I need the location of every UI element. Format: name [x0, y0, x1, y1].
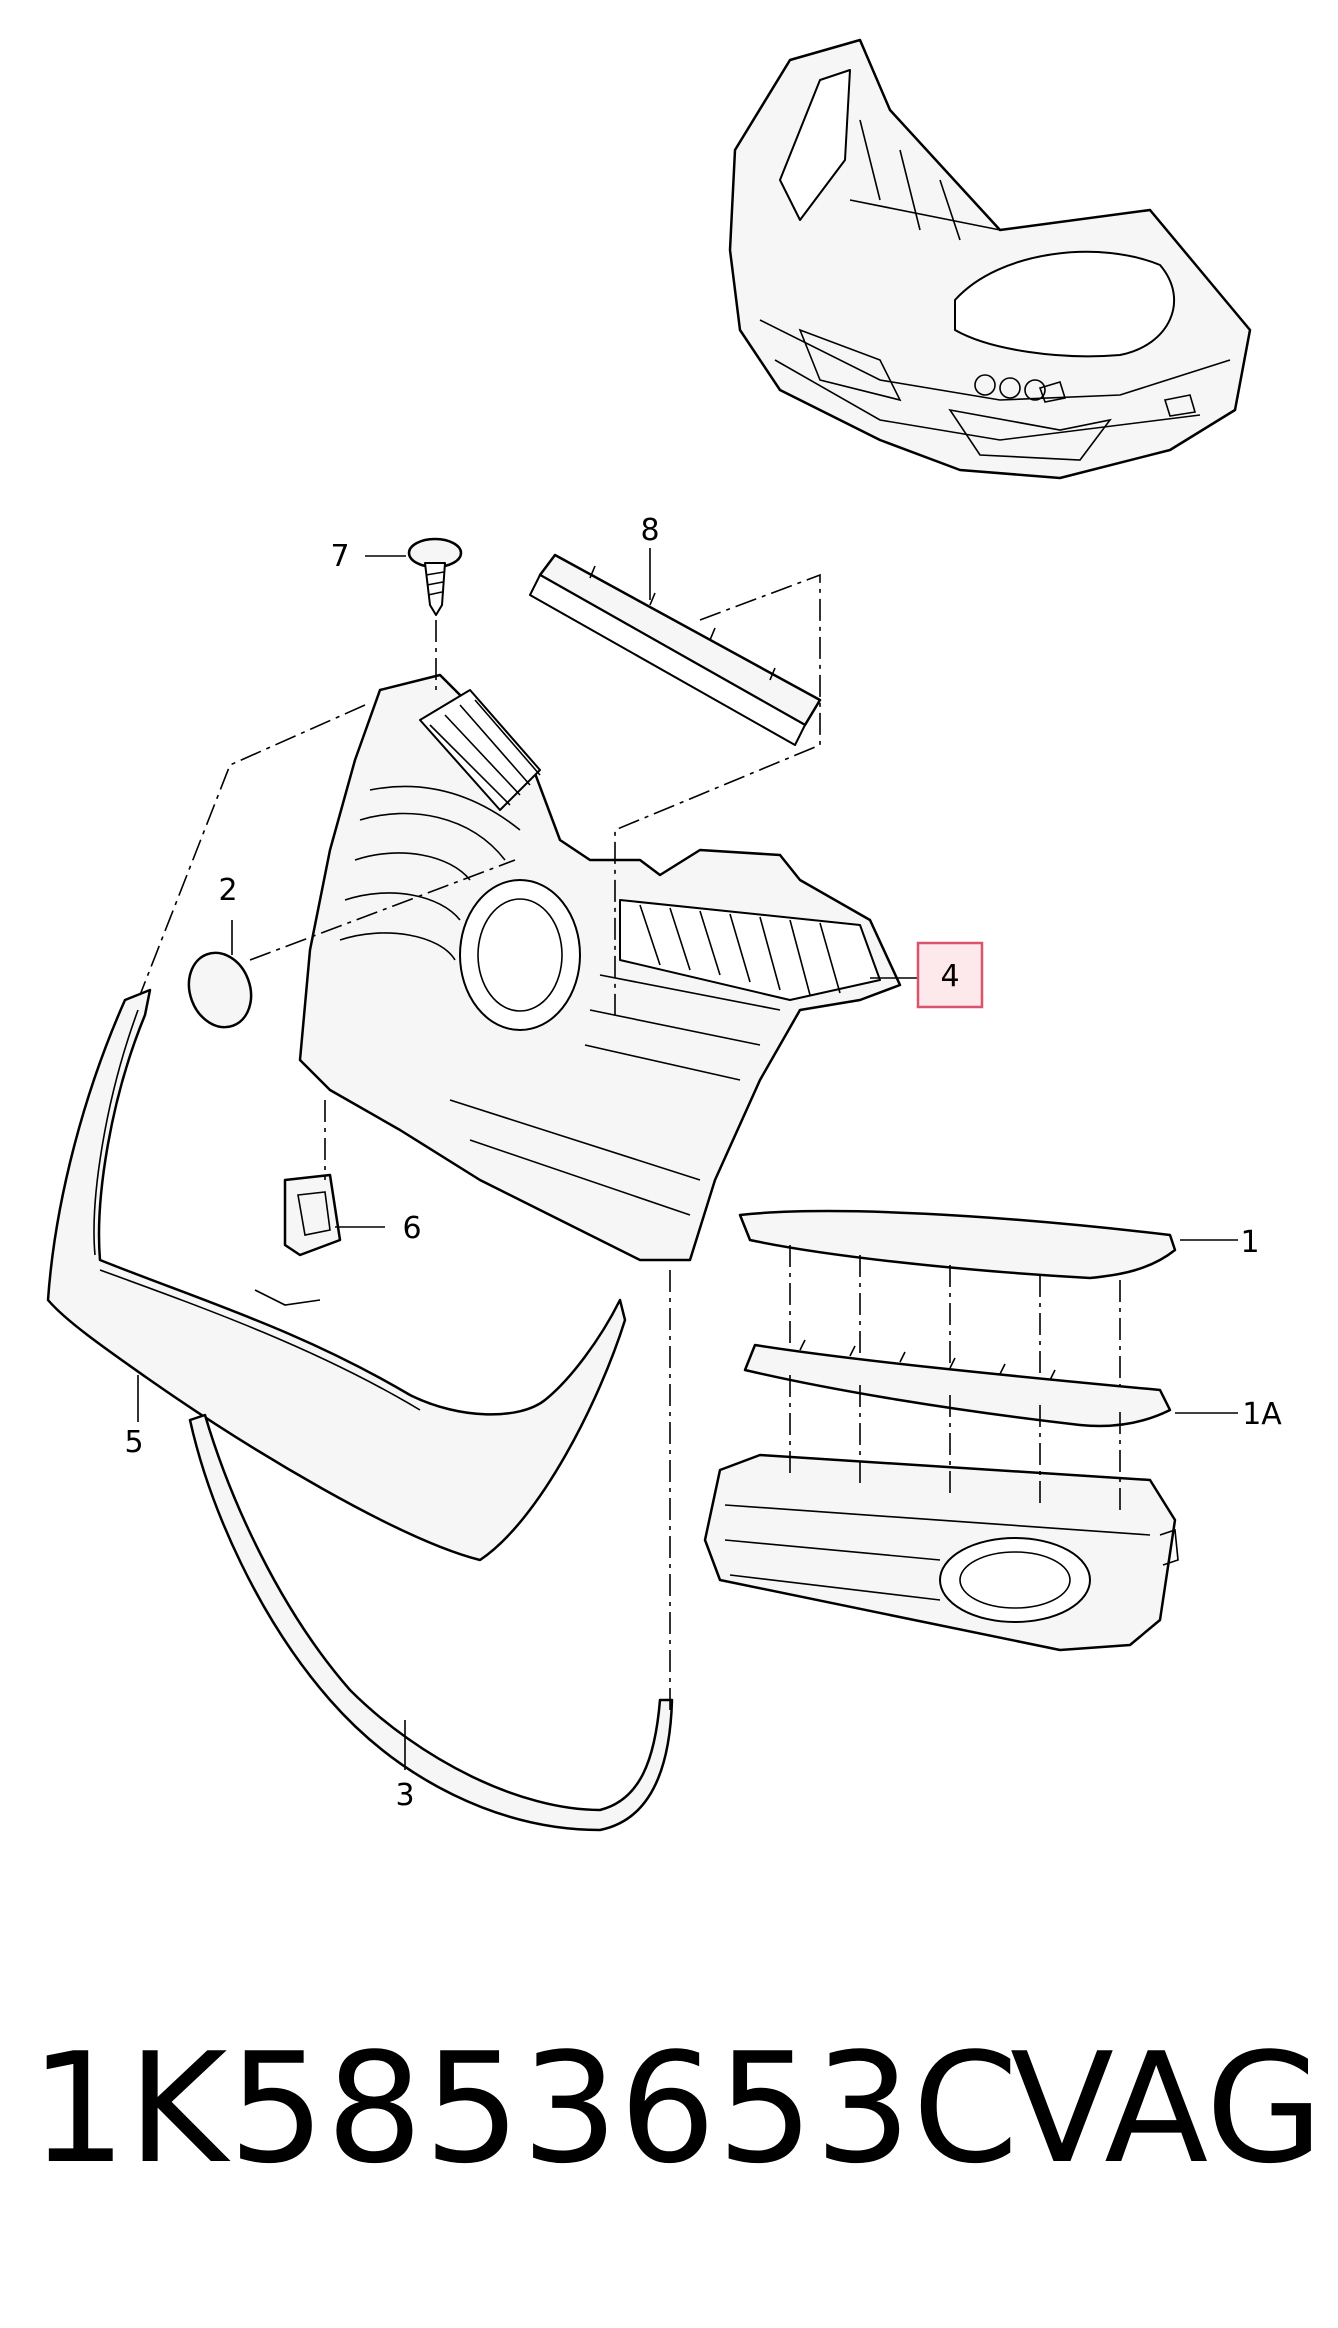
- car-front-overview: [728, 38, 1252, 480]
- part-7-screw: [407, 537, 463, 616]
- label-3: 3: [395, 1778, 414, 1813]
- part-4-main-grille: [298, 673, 902, 1262]
- label-4-highlight: [916, 941, 984, 1009]
- part-2-emblem-cap: [187, 951, 253, 1029]
- label-5: 5: [124, 1425, 143, 1460]
- part-5-bumper-cover: [46, 988, 627, 1562]
- brand-text: VAG: [1010, 2020, 1324, 2197]
- label-1: 1: [1240, 1225, 1259, 1260]
- part-6-clip: [283, 1173, 342, 1257]
- part-number-text: 1K5853653C: [30, 2020, 1020, 2197]
- label-1a: 1A: [1242, 1397, 1282, 1432]
- assembly-lines: [139, 573, 1121, 1710]
- label-6: 6: [402, 1211, 421, 1246]
- callout-labels: 7 8 2 4 6 1 1A 5 3: [124, 513, 1282, 1813]
- label-4: 4: [940, 959, 959, 994]
- part-1a-trim-carrier: [743, 1339, 1172, 1428]
- part-3-lower-trim: [188, 1413, 674, 1832]
- leader-lines: [137, 548, 1238, 1770]
- label-7: 7: [330, 539, 349, 574]
- part-8-upper-trim: [529, 553, 822, 746]
- part-1-chrome-trim: [738, 1209, 1177, 1280]
- fog-lamp-grille: [703, 1453, 1179, 1652]
- label-8: 8: [640, 513, 659, 548]
- label-2: 2: [218, 873, 237, 908]
